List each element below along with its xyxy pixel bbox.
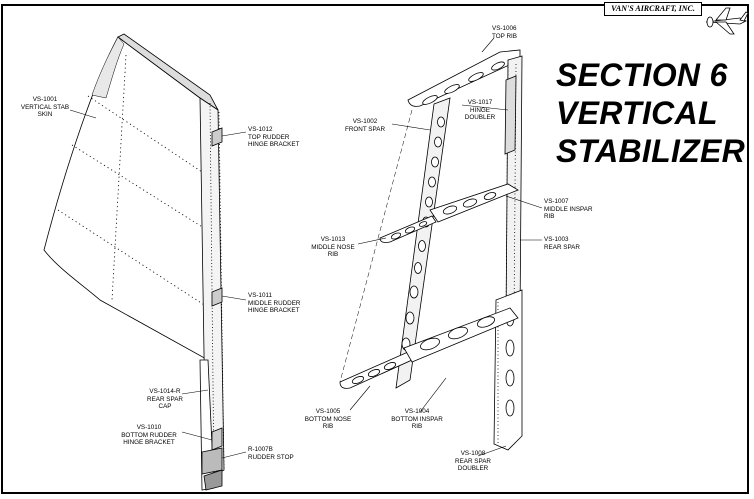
callout-vs1007: VS-1007 MIDDLE INSPAR RIB xyxy=(544,198,593,221)
callout-vs1004: VS-1004 BOTTOM INSPAR RIB xyxy=(391,408,443,431)
top-rib xyxy=(407,49,521,107)
callout-vs1017: VS-1017 HINGE DOUBLER xyxy=(464,99,496,122)
title-line-2: STABILIZER xyxy=(556,133,746,169)
vertical-stab-skin-assembly xyxy=(43,33,225,491)
callout-vs1010: VS-1010 BOTTOM RUDDER HINGE BRACKET xyxy=(121,424,177,447)
callout-vs1012: VS-1012 TOP RUDDER HINGE BRACKET xyxy=(248,126,300,149)
bottom-hinge-bracket xyxy=(211,427,223,451)
callout-r1007b: R-1007B RUDDER STOP xyxy=(248,446,294,461)
internal-structure xyxy=(339,49,523,451)
airplane-icon xyxy=(705,7,749,35)
middle-hinge-bracket xyxy=(211,287,223,307)
right-leader-lines xyxy=(349,37,543,457)
callout-vs1006: VS-1006 TOP RIB xyxy=(492,25,517,40)
callout-vs1014r: VS-1014-R REAR SPAR CAP xyxy=(147,388,183,411)
section-number: SECTION 6 xyxy=(556,57,728,93)
left-leader-lines xyxy=(69,109,247,459)
vans-aircraft-logo: VAN'S AIRCRAFT, INC. xyxy=(604,2,702,16)
callout-vs1013: VS-1013 MIDDLE NOSE RIB xyxy=(311,236,355,259)
rear-spar-doubler xyxy=(493,289,523,451)
callout-vs1011: VS-1011 MIDDLE RUDDER HINGE BRACKET xyxy=(248,292,301,315)
callout-vs1005: VS-1005 BOTTOM NOSE RIB xyxy=(304,408,352,431)
callout-vs1008: VS-1008 REAR SPAR DOUBLER xyxy=(455,450,491,473)
top-hinge-bracket xyxy=(211,127,223,147)
callout-vs1003: VS-1003 REAR SPAR xyxy=(544,236,580,251)
hinge-doubler xyxy=(504,75,517,155)
callout-vs1002: VS-1002 FRONT SPAR xyxy=(344,118,385,133)
rudder-stop xyxy=(201,447,223,475)
callout-vs1001: VS-1001 VERTICAL STAB SKIN xyxy=(20,96,70,119)
title-line-1: VERTICAL xyxy=(556,95,718,131)
sheet-border xyxy=(1,4,749,494)
